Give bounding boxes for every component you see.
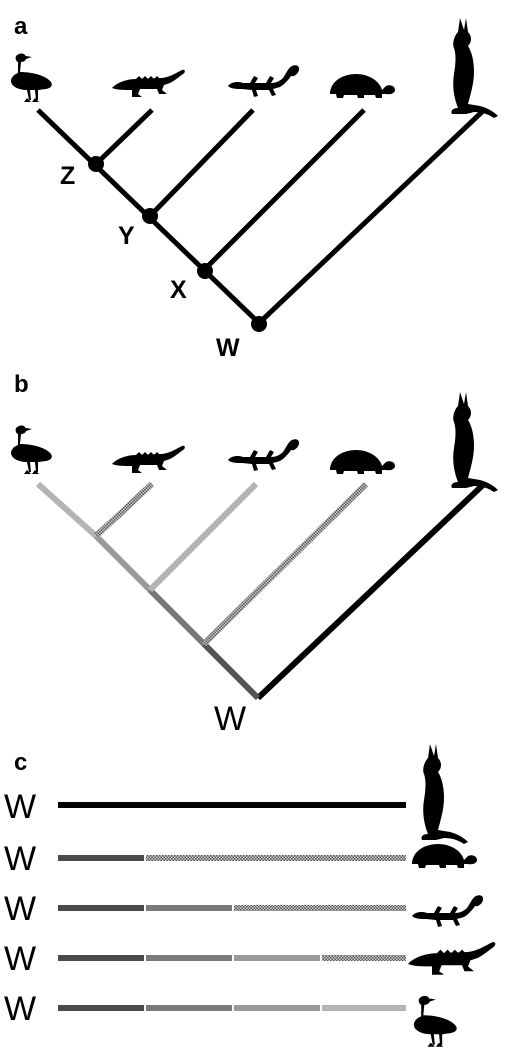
- branch-segment: [58, 955, 144, 961]
- node-y-label: Y: [118, 222, 135, 250]
- node-y: [142, 208, 158, 224]
- branch-segment: [58, 1005, 144, 1011]
- row-root-label: W: [4, 890, 36, 928]
- crocodile-icon: [408, 942, 496, 975]
- row-turtle: W: [4, 840, 477, 878]
- lizard-icon: [412, 895, 484, 927]
- node-z-label: Z: [60, 162, 75, 190]
- branch-segment: [322, 955, 406, 961]
- panel-b-label: b: [14, 371, 29, 398]
- branch-segment: [322, 1005, 406, 1011]
- lizard-icon: [228, 65, 300, 97]
- row-root-label: W: [4, 990, 36, 1028]
- node-w-label: W: [216, 334, 240, 362]
- kangaroo-icon: [451, 392, 498, 492]
- turtle-icon: [412, 844, 477, 868]
- node-x-label: X: [170, 276, 187, 304]
- panel-b-root-label: W: [214, 700, 246, 738]
- row-root-label: W: [4, 788, 36, 826]
- branch-segment: [58, 802, 406, 808]
- node-x: [197, 263, 213, 279]
- row-kangaroo: W: [4, 744, 468, 844]
- branch-segment: [146, 955, 232, 961]
- branch-segment: [234, 955, 320, 961]
- row-root-label: W: [4, 940, 36, 978]
- branch-segment: [146, 1005, 232, 1011]
- node-w: [251, 316, 267, 332]
- kangaroo-icon: [451, 18, 498, 118]
- crocodile-icon: [112, 69, 185, 97]
- panel-c-label: c: [14, 749, 27, 776]
- row-root-label: W: [4, 840, 36, 878]
- lizard-icon: [228, 439, 300, 471]
- bird-icon: [413, 995, 457, 1047]
- node-z: [88, 156, 104, 172]
- branch-segment: [234, 905, 406, 911]
- bird-icon: [11, 53, 52, 102]
- row-bird: W: [4, 990, 457, 1047]
- panel-a-tree: [36, 108, 486, 332]
- row-lizard: W: [4, 890, 484, 928]
- bird-icon: [11, 425, 52, 474]
- panel-b-tree: [35, 481, 487, 701]
- turtle-icon: [330, 450, 395, 474]
- turtle-icon: [330, 74, 395, 98]
- kangaroo-icon: [421, 744, 468, 844]
- branch-segment: [234, 1005, 320, 1011]
- crocodile-icon: [112, 445, 185, 473]
- branch-segment: [146, 855, 406, 861]
- branch-segment: [58, 905, 144, 911]
- branch-segment: [146, 905, 232, 911]
- branch-segment: [58, 855, 144, 861]
- row-crocodile: W: [4, 940, 496, 978]
- panel-a-label: a: [14, 13, 28, 40]
